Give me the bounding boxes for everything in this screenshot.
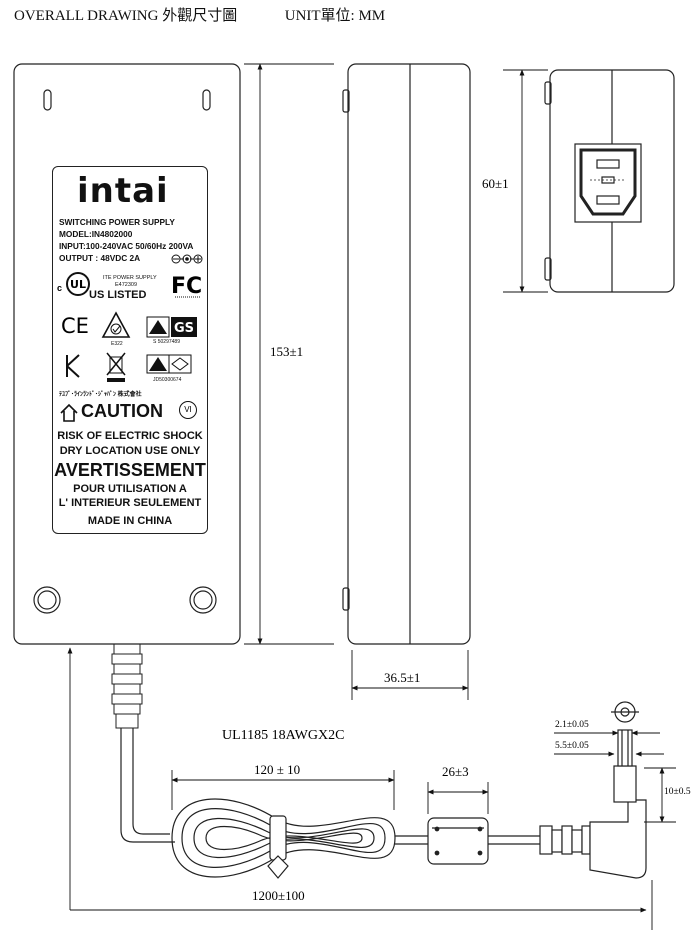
dim-thickness-text: 36.5±1 xyxy=(384,670,421,685)
dim-height-text: 60±1 xyxy=(482,176,509,191)
ce-mark-icon: CE xyxy=(61,314,89,338)
dim-outer-dia-text: 5.5±0.05 xyxy=(555,741,589,751)
ul-line1: ITE POWER SUPPLY xyxy=(103,275,157,281)
safety-triangle-icon xyxy=(146,354,192,374)
cable-coil xyxy=(171,798,396,879)
risk-text: RISK OF ELECTRIC SHOCK xyxy=(57,430,203,442)
rating-label: intai SWITCHING POWER SUPPLY MODEL:IN480… xyxy=(52,166,208,534)
product-line: SWITCHING POWER SUPPLY xyxy=(59,217,175,227)
ferrite-core xyxy=(427,817,489,865)
dim-cable-length-text: 1200±100 xyxy=(252,888,305,903)
svg-text:CE: CE xyxy=(61,314,89,338)
drawing-title: OVERALL DRAWING 外觀尺寸圖 xyxy=(14,8,238,24)
brand-logo: intai xyxy=(77,171,169,211)
dim-inner-dia-text: 2.1±0.05 xyxy=(555,720,589,730)
svg-text:GS: GS xyxy=(174,321,194,336)
output-line: OUTPUT : 48VDC 2A xyxy=(59,253,141,263)
jd-code: JD50300674 xyxy=(153,377,182,383)
house-icon xyxy=(60,403,78,422)
pour-text: POUR UTILISATION A xyxy=(73,483,187,495)
unit-label: UNIT單位: MM xyxy=(284,8,386,24)
adapter-side-view xyxy=(347,63,471,645)
e-code: E322 xyxy=(111,341,123,347)
level-vi-badge: VI xyxy=(179,401,197,419)
dim-length-text: 153±1 xyxy=(270,344,304,359)
svg-text:FC: FC xyxy=(171,274,202,299)
made-in-text: MADE IN CHINA xyxy=(87,515,173,527)
drawing-header: OVERALL DRAWING 外觀尺寸圖 UNIT單位: MM xyxy=(14,4,385,25)
ul-line2: E472309 xyxy=(115,282,138,288)
kc-mark-icon xyxy=(66,354,80,378)
fcc-logo-icon: FC xyxy=(171,274,202,299)
interieur-text: L' INTERIEUR SEULEMENT xyxy=(58,497,202,509)
dim-ferrite-text: 26±3 xyxy=(442,764,469,779)
caution-text: CAUTION xyxy=(81,401,163,421)
svg-text:UL: UL xyxy=(70,278,86,291)
foot-left xyxy=(33,586,61,614)
avertissement-text: AVERTISSEMENT xyxy=(54,460,206,480)
gs-code: S 50297489 xyxy=(153,339,180,345)
strain-relief xyxy=(111,643,143,729)
weee-icon xyxy=(106,352,126,382)
mount-slot-right xyxy=(202,89,211,111)
cable-tie xyxy=(269,815,287,861)
dim-coil-text: 120 ± 10 xyxy=(254,762,301,777)
gs-mark-icon: GS xyxy=(146,316,197,338)
cable-spec-text: UL1185 18AWGX2C xyxy=(222,728,345,743)
dry-text: DRY LOCATION USE ONLY xyxy=(59,445,201,457)
dim-plug-text: 10±0.5 xyxy=(664,787,691,797)
input-line: INPUT:100-240VAC 50/60Hz 200VA xyxy=(59,241,194,251)
mount-slot-left xyxy=(43,89,52,111)
rcm-mark-icon xyxy=(101,311,131,338)
ul-listed: US LISTED xyxy=(89,289,147,301)
ac-inlet-c14 xyxy=(574,143,642,223)
model-line: MODEL:IN4802000 xyxy=(59,229,133,239)
ul-logo-icon: UL xyxy=(66,272,90,296)
dc-cable xyxy=(120,728,175,843)
dc-plug xyxy=(539,701,647,879)
japan-line: ﾃﾕﾌﾞ･ﾗｲﾝﾗﾝﾄﾞ･ｼﾞｬﾊﾟﾝ 株式會社 xyxy=(59,392,142,398)
foot-right xyxy=(189,586,217,614)
polarity-icon xyxy=(171,254,203,264)
